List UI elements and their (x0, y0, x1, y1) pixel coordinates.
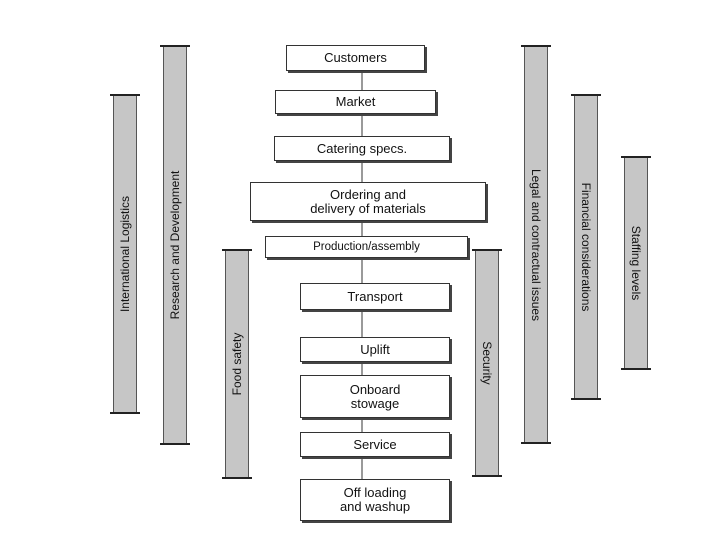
bar-food-safety: Food safety (222, 249, 252, 479)
bar-international-logistics: International Logistics (110, 94, 140, 414)
bar-label: Food safety (230, 332, 244, 396)
flow-box-transport: Transport (300, 283, 450, 310)
bar-research-development: Research and Development (160, 45, 190, 445)
bar-security: Security (472, 249, 502, 477)
bar-label: Legal and contractual issues (529, 168, 543, 321)
bar-label: Staffing levels (629, 225, 643, 301)
bar-label: International Logistics (118, 195, 132, 313)
flow-box-off-loading-washup: Off loading and washup (300, 479, 450, 521)
flow-box-customers: Customers (286, 45, 425, 71)
bar-legal-contractual: Legal and contractual issues (521, 45, 551, 444)
flow-box-service: Service (300, 432, 450, 457)
flow-box-ordering-delivery: Ordering and delivery of materials (250, 182, 486, 221)
flow-box-catering-specs: Catering specs. (274, 136, 450, 161)
flow-connector (361, 70, 363, 482)
flow-box-market: Market (275, 90, 436, 114)
flow-box-onboard-stowage: Onboard stowage (300, 375, 450, 418)
bar-label: Financial considerations (579, 182, 593, 312)
bar-financial-considerations: Financial considerations (571, 94, 601, 400)
bar-staffing-levels: Staffing levels (621, 156, 651, 370)
flow-box-uplift: Uplift (300, 337, 450, 362)
bar-label: Security (480, 341, 494, 385)
bar-label: Research and Development (168, 170, 182, 320)
flow-box-production-assembly: Production/assembly (265, 236, 468, 258)
